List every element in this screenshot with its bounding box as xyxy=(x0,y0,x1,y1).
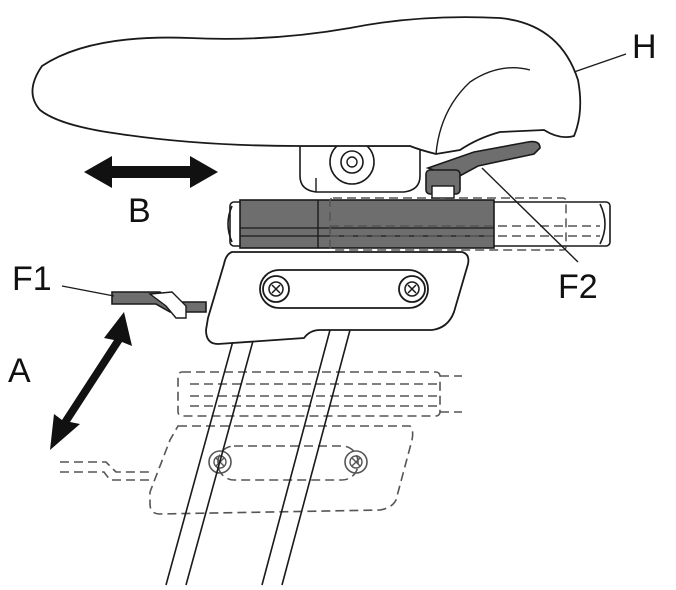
label-a: A xyxy=(8,352,31,390)
label-f1: F1 xyxy=(12,260,52,298)
leader-f2 xyxy=(481,167,579,263)
leader-h xyxy=(573,53,627,73)
seat-post xyxy=(165,329,351,586)
screw-left xyxy=(262,275,290,303)
saddle xyxy=(31,16,582,155)
leader-f1 xyxy=(61,285,115,297)
label-h: H xyxy=(632,28,657,66)
saddle-inner-curve xyxy=(435,67,531,155)
label-b: B xyxy=(128,192,151,230)
seat-rail xyxy=(227,197,611,251)
screw-ghost-right xyxy=(344,450,368,474)
screw-right xyxy=(398,275,426,303)
f2-lever xyxy=(425,140,541,199)
arrow-b-horizontal xyxy=(84,156,218,188)
seat-lower-position-ghost xyxy=(60,371,462,515)
f1-lever xyxy=(111,291,207,319)
label-f2: F2 xyxy=(558,268,598,306)
seat-mount xyxy=(299,139,421,193)
arrow-a-vertical xyxy=(50,312,132,450)
adjustment-slot xyxy=(259,269,429,309)
